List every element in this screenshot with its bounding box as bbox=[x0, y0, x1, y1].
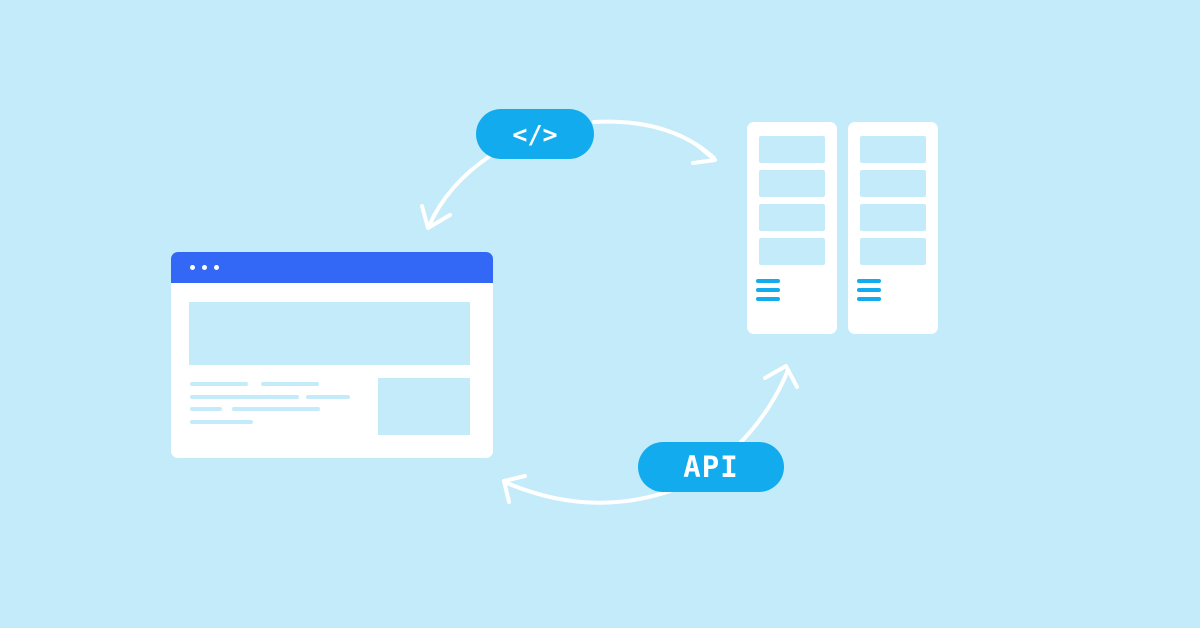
server-vent bbox=[857, 297, 881, 301]
server-slot bbox=[759, 238, 825, 265]
text-line bbox=[261, 382, 319, 386]
server-vent bbox=[857, 279, 881, 283]
window-dot bbox=[214, 265, 219, 270]
text-line bbox=[232, 407, 320, 411]
arrowhead-server-top bbox=[691, 143, 717, 165]
server-slot bbox=[860, 204, 926, 231]
server-slot bbox=[860, 238, 926, 265]
arrow-code-to-browser bbox=[427, 154, 492, 228]
api-label: API bbox=[683, 450, 739, 484]
arrowhead-browser-top bbox=[420, 204, 452, 230]
code-icon: </> bbox=[512, 119, 558, 149]
server-slot bbox=[759, 136, 825, 163]
arrowhead-browser-bottom bbox=[502, 474, 527, 504]
api-badge: API bbox=[638, 442, 784, 492]
text-line bbox=[190, 420, 253, 424]
server-rack-icon bbox=[747, 122, 837, 334]
hero-placeholder bbox=[189, 302, 470, 365]
server-slot bbox=[759, 204, 825, 231]
server-slot bbox=[759, 170, 825, 197]
arrow-api-to-browser bbox=[505, 481, 672, 505]
arrowhead-server-bottom bbox=[763, 364, 799, 389]
server-slot bbox=[860, 170, 926, 197]
text-line bbox=[190, 395, 299, 399]
server-vent bbox=[756, 297, 780, 301]
server-vent bbox=[756, 279, 780, 283]
text-line bbox=[306, 395, 350, 399]
server-vent bbox=[857, 288, 881, 292]
window-dot bbox=[190, 265, 195, 270]
text-line bbox=[190, 382, 248, 386]
image-placeholder bbox=[378, 378, 470, 435]
browser-window-icon bbox=[171, 252, 493, 458]
server-rack-icon bbox=[848, 122, 938, 334]
arrow-code-to-server bbox=[592, 119, 716, 160]
server-vent bbox=[756, 288, 780, 292]
server-slot bbox=[860, 136, 926, 163]
window-dot bbox=[202, 265, 207, 270]
text-line bbox=[190, 407, 222, 411]
code-badge: </> bbox=[476, 109, 594, 159]
arrow-api-to-server bbox=[738, 368, 790, 445]
browser-title-bar bbox=[171, 252, 493, 283]
